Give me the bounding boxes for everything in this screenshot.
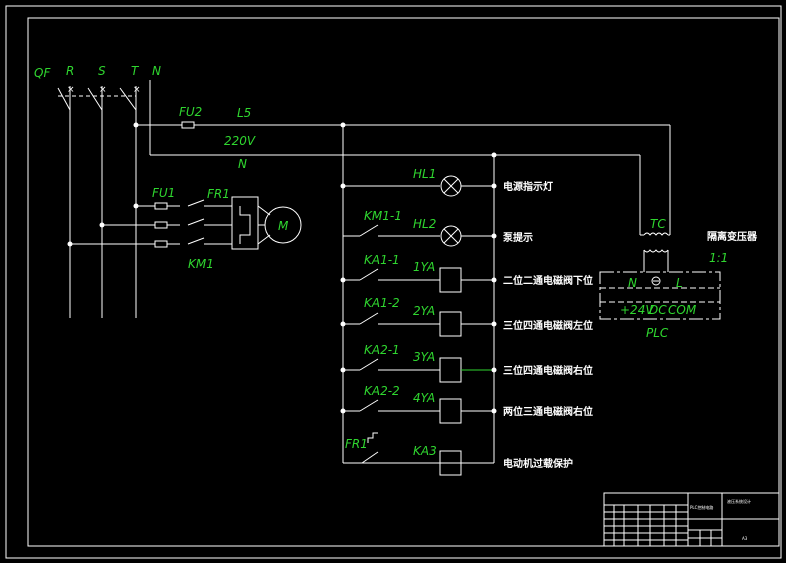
label-km1-1: KM1-1: [364, 209, 402, 223]
label-hl1: HL1: [413, 167, 436, 181]
svg-text:×: ×: [133, 85, 141, 95]
desc-4ya: 两位三通电磁阀右位: [503, 405, 593, 418]
label-220v: 220V: [224, 134, 256, 148]
label-ka1-1: KA1-1: [364, 253, 400, 267]
rung-2ya: [340, 311, 497, 337]
desc-hl2: 泵提示: [503, 231, 533, 244]
svg-text:×: ×: [67, 85, 75, 95]
plc-24v: +24V: [620, 303, 654, 317]
label-transformer: 隔离变压器: [707, 230, 758, 243]
inner-frame: [27, 17, 780, 547]
svg-text:×: ×: [99, 85, 107, 95]
desc-2ya: 三位四通电磁阀左位: [503, 319, 593, 332]
label-ka2-1: KA2-1: [364, 343, 400, 357]
label-2ya: 2YA: [413, 304, 435, 318]
label-fr1-ctrl: FR1: [345, 437, 368, 451]
label-3ya: 3YA: [413, 350, 435, 364]
motor-symbol: [264, 206, 302, 244]
label-hl2: HL2: [413, 217, 436, 231]
outer-frame: [5, 5, 782, 559]
label-t: T: [131, 64, 140, 78]
label-s: S: [98, 64, 106, 78]
label-r: R: [66, 64, 74, 78]
label-ka2-2: KA2-2: [364, 384, 400, 398]
motor-circuit: [67, 196, 302, 250]
label-4ya: 4YA: [413, 391, 435, 405]
isolation-transformer: [640, 232, 670, 272]
label-qf: QF: [34, 66, 51, 80]
label-ka1-2: KA1-2: [364, 296, 400, 310]
label-tc: TC: [650, 217, 666, 231]
label-l5: L5: [237, 106, 251, 120]
desc-3ya: 三位四通电磁阀右位: [503, 364, 593, 377]
main-switch-qf: × × ×: [57, 80, 151, 318]
rung-hl1: [340, 175, 497, 197]
label-fr1-motor: FR1: [207, 187, 230, 201]
desc-hl1: 电源指示灯: [503, 180, 553, 193]
rung-4ya: [340, 398, 497, 424]
thermal-relay-fr1: [231, 196, 259, 250]
plc-dc: DC: [649, 303, 667, 317]
fuse-fu2: [181, 121, 195, 129]
rung-1ya: [340, 267, 497, 293]
rung-3ya: [340, 357, 497, 383]
desc-ka3: 电动机过载保护: [503, 457, 573, 470]
main-switch-labels: QF R S T N: [34, 64, 161, 80]
label-ratio: 1:1: [709, 251, 728, 265]
label-km1-motor: KM1: [188, 257, 214, 271]
label-n-top: N: [152, 64, 161, 78]
label-1ya: 1YA: [413, 260, 435, 274]
plc-com: COM: [668, 303, 697, 317]
plc-n: N: [628, 276, 637, 290]
plc-l: L: [676, 276, 683, 290]
label-fu1: FU1: [152, 186, 175, 200]
motor-label: M: [278, 219, 289, 233]
rung-hl2: [343, 224, 497, 247]
label-ka3: KA3: [413, 444, 437, 458]
plc-label: PLC: [646, 326, 669, 340]
tb-sheet-size: A3: [742, 536, 748, 541]
label-fu2: FU2: [179, 105, 202, 119]
desc-1ya: 二位二通电磁阀下位: [503, 274, 593, 287]
rung-ka3: [343, 432, 462, 476]
label-n-mid: N: [238, 157, 247, 171]
title-block: [603, 492, 780, 547]
plc-block: [599, 271, 721, 320]
tb-project: 液压系统设计: [727, 498, 751, 504]
tb-drawing-title: PLC控制电路: [690, 504, 713, 510]
